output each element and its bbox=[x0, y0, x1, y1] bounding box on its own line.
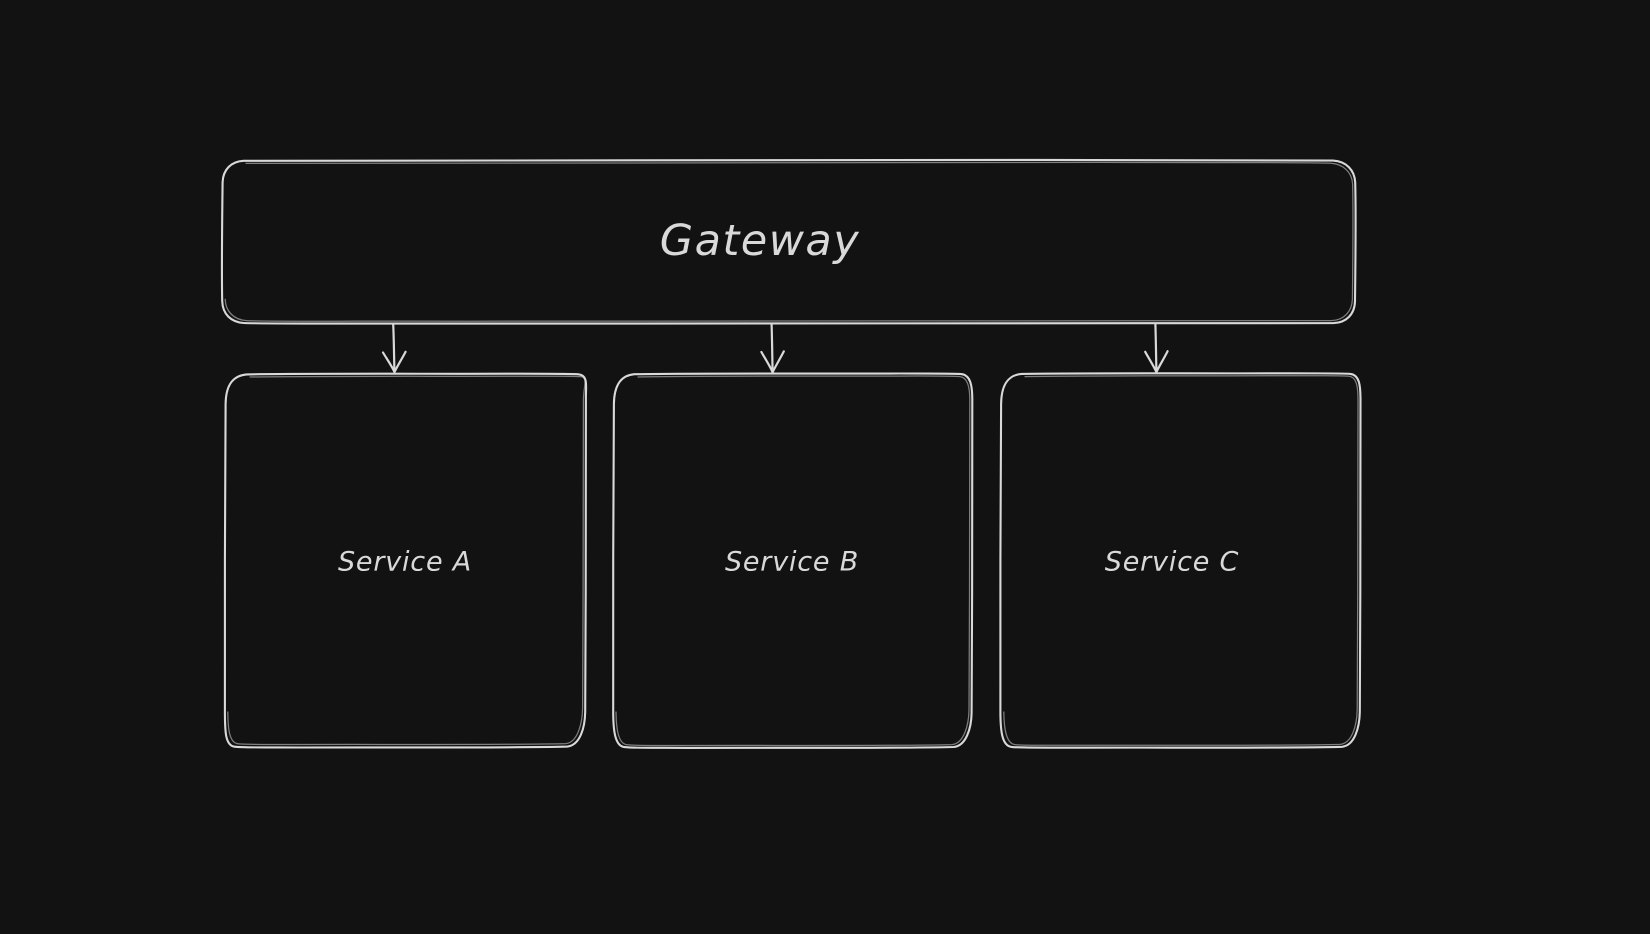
arrow-shaft bbox=[1154, 323, 1158, 373]
arrowhead bbox=[760, 350, 785, 374]
edge-gateway-to-service-c[interactable] bbox=[1144, 323, 1169, 374]
node-service-c[interactable] bbox=[999, 372, 1362, 749]
arrow-shaft bbox=[392, 323, 396, 373]
service-a-box-outline bbox=[223, 372, 588, 749]
node-gateway[interactable] bbox=[220, 158, 1357, 325]
edge-gateway-to-service-b[interactable] bbox=[760, 323, 785, 374]
arrow-shaft bbox=[770, 323, 774, 373]
service-c-box-outline bbox=[999, 372, 1362, 749]
node-label-service-b: Service B bbox=[724, 546, 860, 578]
service-b-box-outline bbox=[611, 372, 974, 749]
gateway-box-outline bbox=[220, 158, 1357, 325]
node-service-a[interactable] bbox=[223, 372, 588, 749]
gateway-box-outline-sketch-pass bbox=[224, 161, 1354, 322]
node-label-gateway: Gateway bbox=[659, 216, 861, 266]
service-a-box-outline-sketch-pass bbox=[227, 375, 586, 746]
arrowhead bbox=[1144, 350, 1169, 374]
service-b-box-outline-sketch-pass bbox=[615, 375, 971, 747]
arrowhead bbox=[381, 350, 407, 374]
node-service-b[interactable] bbox=[611, 372, 974, 749]
node-label-service-c: Service C bbox=[1104, 546, 1240, 578]
node-label-service-a: Service A bbox=[337, 546, 473, 578]
service-c-box-outline-sketch-pass bbox=[1003, 375, 1359, 746]
edge-gateway-to-service-a[interactable] bbox=[381, 323, 407, 374]
